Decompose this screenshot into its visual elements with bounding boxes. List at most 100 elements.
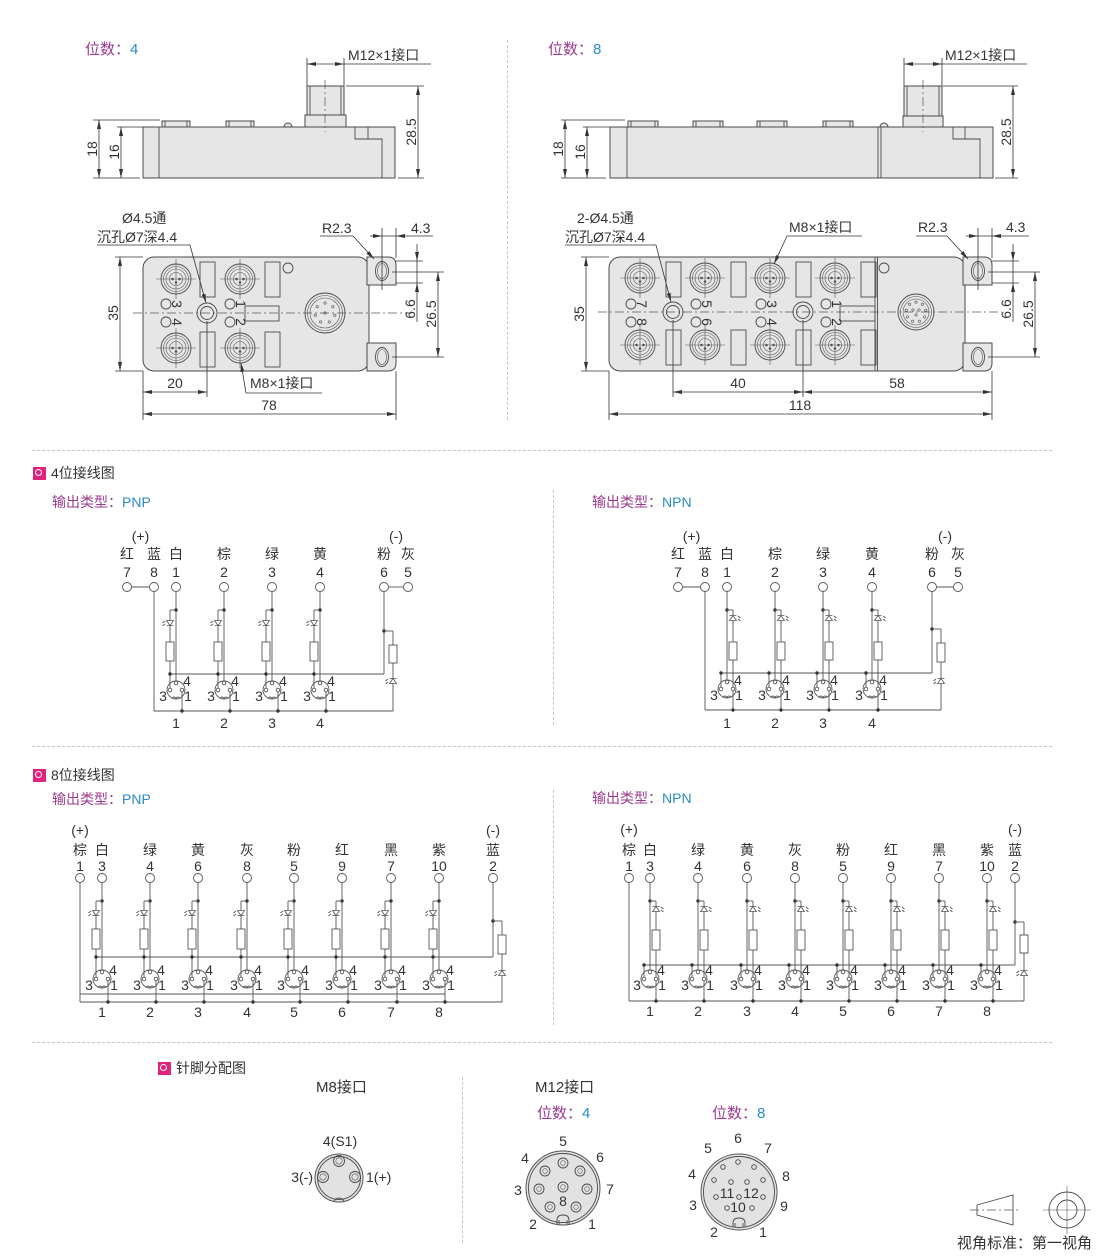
- status-indicator: [282, 262, 294, 274]
- m12-pin-number: 11: [720, 1185, 735, 1201]
- m12-port-pin: [905, 315, 909, 319]
- wire-color-label: 棕: [622, 842, 636, 858]
- section-wiring-8pos: 8位接线图: [33, 768, 115, 782]
- m12-face-ring: [528, 1153, 598, 1223]
- m8-port-pin: [238, 350, 242, 353]
- connector-pin: [750, 976, 756, 982]
- wire-color-label: 黄: [740, 842, 754, 858]
- wire-color-label: 红: [120, 546, 134, 562]
- connector-pin-label: 1: [831, 687, 839, 703]
- junction-dot: [276, 709, 280, 713]
- m8-port-pin: [635, 343, 638, 347]
- m8-port: [685, 325, 725, 365]
- terminal: [171, 582, 181, 592]
- channel-number-label: 8: [634, 318, 650, 326]
- m8-connector-symbol: [737, 969, 757, 989]
- m12-4pos-pinout: 1 2 3 4 5 6 7 8: [514, 1133, 614, 1232]
- connector-key: [742, 985, 752, 989]
- terminal: [145, 873, 155, 883]
- connector-number-label: 3: [268, 715, 276, 731]
- m12-pin-number: 6: [596, 1149, 604, 1165]
- m8-port: [750, 325, 790, 365]
- connector-number-label: 2: [771, 715, 779, 731]
- m12-port-pin: [313, 313, 317, 317]
- connector-pin-label: 4: [205, 962, 213, 978]
- m8-port-pin: [837, 343, 840, 347]
- connector-pin-label: 3: [422, 977, 430, 993]
- connector-number-label: 3: [819, 715, 827, 731]
- junction-dot: [654, 999, 658, 1003]
- wire-pin-number: 1: [625, 858, 633, 874]
- led-light-arrows: [1016, 970, 1020, 977]
- mounting-slot: [375, 347, 389, 367]
- junction-dot: [847, 999, 851, 1003]
- junction-dot: [827, 708, 831, 712]
- channel-indicator: [160, 316, 172, 328]
- terminal: [838, 873, 848, 883]
- m8-port-pin: [707, 343, 710, 347]
- wire-color-label: 粉: [377, 546, 391, 562]
- connector-pin: [285, 976, 291, 982]
- terminal: [927, 582, 937, 592]
- wire-pin-number: 8: [150, 564, 158, 580]
- terminal: [315, 582, 325, 592]
- connector-pin: [724, 679, 730, 685]
- connector-key: [982, 985, 992, 989]
- connector-number-label: 8: [435, 1004, 443, 1020]
- led-window: [665, 261, 682, 298]
- connector-pin: [875, 686, 881, 692]
- led-symbol: [213, 620, 223, 627]
- resistor: [844, 929, 854, 951]
- led-window: [199, 261, 216, 298]
- polarity-plus-label: (+): [620, 821, 638, 837]
- terminal: [624, 873, 634, 883]
- m8-port-pin: [235, 346, 238, 350]
- m8-port-crosshair: [685, 258, 725, 298]
- m12-pin-number: 6: [734, 1130, 742, 1146]
- m12-pin-number: 8: [782, 1168, 790, 1184]
- led-light-arrows: [162, 620, 166, 627]
- led-symbol: [91, 910, 101, 917]
- connector-number-label: 6: [338, 1004, 346, 1020]
- junction-dot: [286, 955, 290, 959]
- connector-pin-label: 4: [109, 962, 117, 978]
- wire-pin-number: 7: [387, 858, 395, 874]
- junction-dot: [251, 1000, 255, 1004]
- connector-pin: [215, 687, 221, 693]
- extension-lines: [93, 58, 431, 179]
- connector-key: [934, 985, 944, 989]
- connector-pin-label: 3: [710, 687, 718, 703]
- wire-color-label: 黄: [191, 842, 205, 858]
- connector-key: [790, 985, 800, 989]
- m8-port-pin: [830, 343, 833, 347]
- m8-port: [620, 258, 660, 298]
- m8-port: [156, 328, 196, 368]
- junction-dot: [787, 963, 791, 967]
- led-symbol: [651, 905, 661, 912]
- connector-pin: [798, 976, 804, 982]
- polarity-plus-label: (+): [71, 822, 89, 838]
- wire-color-label: 黄: [313, 546, 327, 562]
- junction-dot: [883, 963, 887, 967]
- wire-pin-number: 4: [694, 858, 702, 874]
- m8-port: [620, 325, 660, 365]
- resistor: [139, 928, 149, 950]
- connector-key: [386, 985, 396, 989]
- wire-color-label: 粉: [287, 842, 301, 858]
- m12-port-thread: [902, 298, 930, 326]
- channel-indicator: [224, 298, 236, 310]
- resistor: [428, 928, 438, 950]
- connector-pin: [388, 969, 394, 975]
- terminal: [403, 582, 413, 592]
- connector-number-label: 6: [887, 1003, 895, 1019]
- resistor: [261, 641, 271, 662]
- connector-key: [193, 985, 203, 989]
- m8-pin-label-right: 1(+): [366, 1169, 391, 1185]
- top-view-4pos: Ø4.5通 沉孔Ø7深4.4 R2.3 4.3 6.6 26.5 35 20 M…: [97, 210, 444, 420]
- connector-pin-label: 3: [633, 977, 641, 993]
- connector-pin-label: 3: [374, 977, 382, 993]
- led-symbol: [187, 910, 197, 917]
- m12-port-pin: [914, 300, 918, 304]
- m12-port-outer-ring: [304, 292, 346, 334]
- connector-pin: [291, 969, 297, 975]
